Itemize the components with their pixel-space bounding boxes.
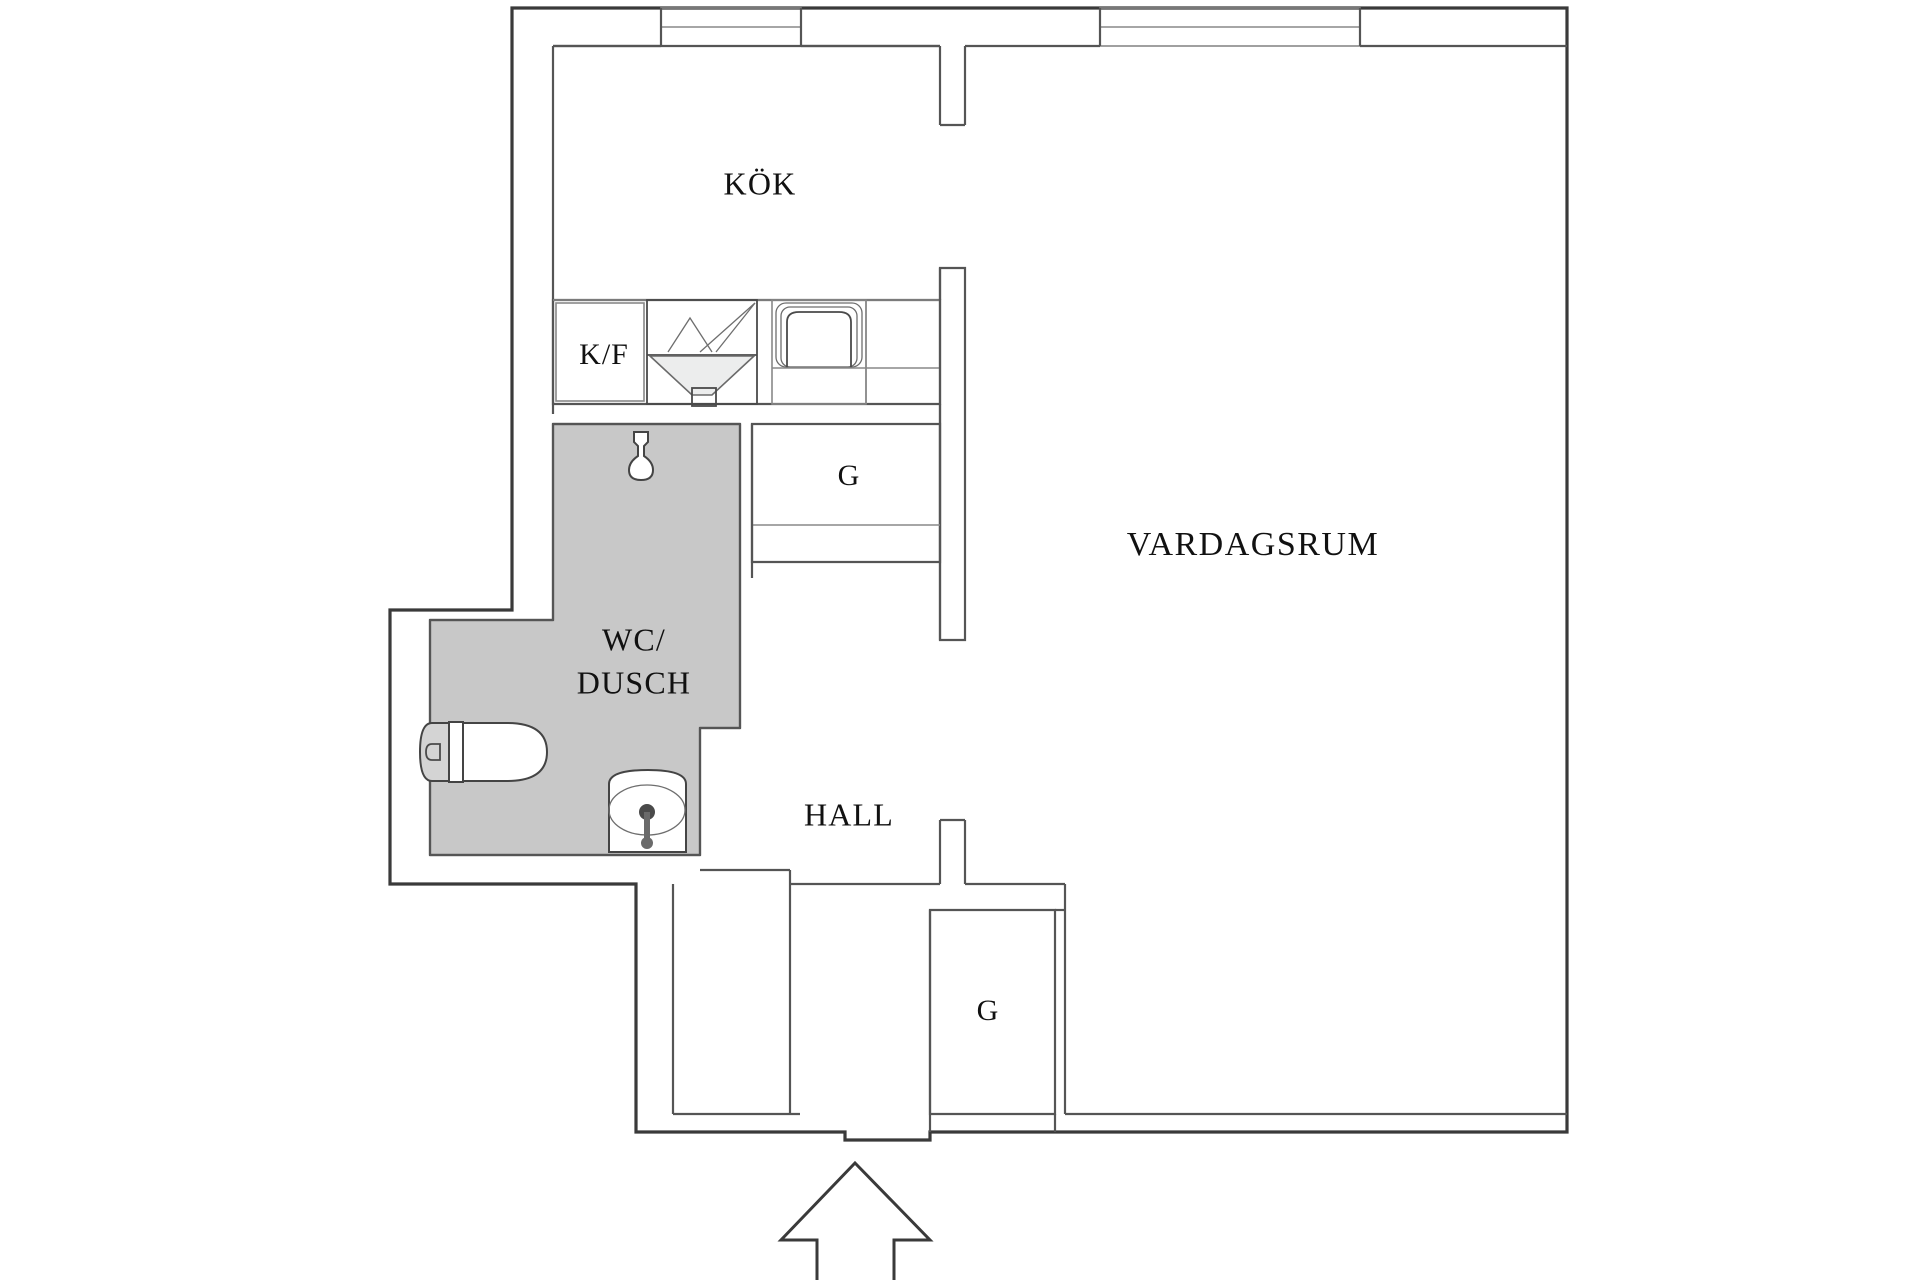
window-top-left: [660, 7, 802, 47]
room-label-hall: HALL: [804, 796, 894, 832]
outer-wall-envelope: [388, 6, 1569, 1142]
fridge-freezer-icon: [555, 302, 645, 402]
toilet-icon: [418, 721, 549, 783]
kitchen-living-divider: [938, 266, 967, 642]
window-top-right: [1099, 7, 1361, 47]
washbasin-icon: [608, 768, 687, 853]
entrance-arrow-icon: [777, 1160, 934, 1280]
shower-head-icon: [627, 431, 655, 482]
room-label-wardrobe-top: G: [838, 459, 861, 492]
room-label-wardrobe-bottom: G: [977, 994, 1000, 1027]
hall-walls: [671, 818, 1067, 1116]
wet-room-walls: [428, 422, 742, 857]
wardrobe-bottom: [928, 908, 1567, 1132]
stove-icon: [771, 299, 940, 405]
room-label-kok: KÖK: [724, 165, 797, 201]
kitchen-walls: [551, 8, 1567, 414]
room-label-wc-line1: WC/: [602, 621, 666, 657]
kitchen-sink-icon: [646, 299, 758, 407]
room-label-wc-line2: DUSCH: [577, 664, 691, 700]
wardrobe-top: [750, 422, 942, 578]
wet-room-floor: [428, 422, 742, 857]
room-label-kf: K/F: [579, 338, 629, 371]
room-label-vardagsrum: VARDAGSRUM: [1127, 526, 1379, 563]
